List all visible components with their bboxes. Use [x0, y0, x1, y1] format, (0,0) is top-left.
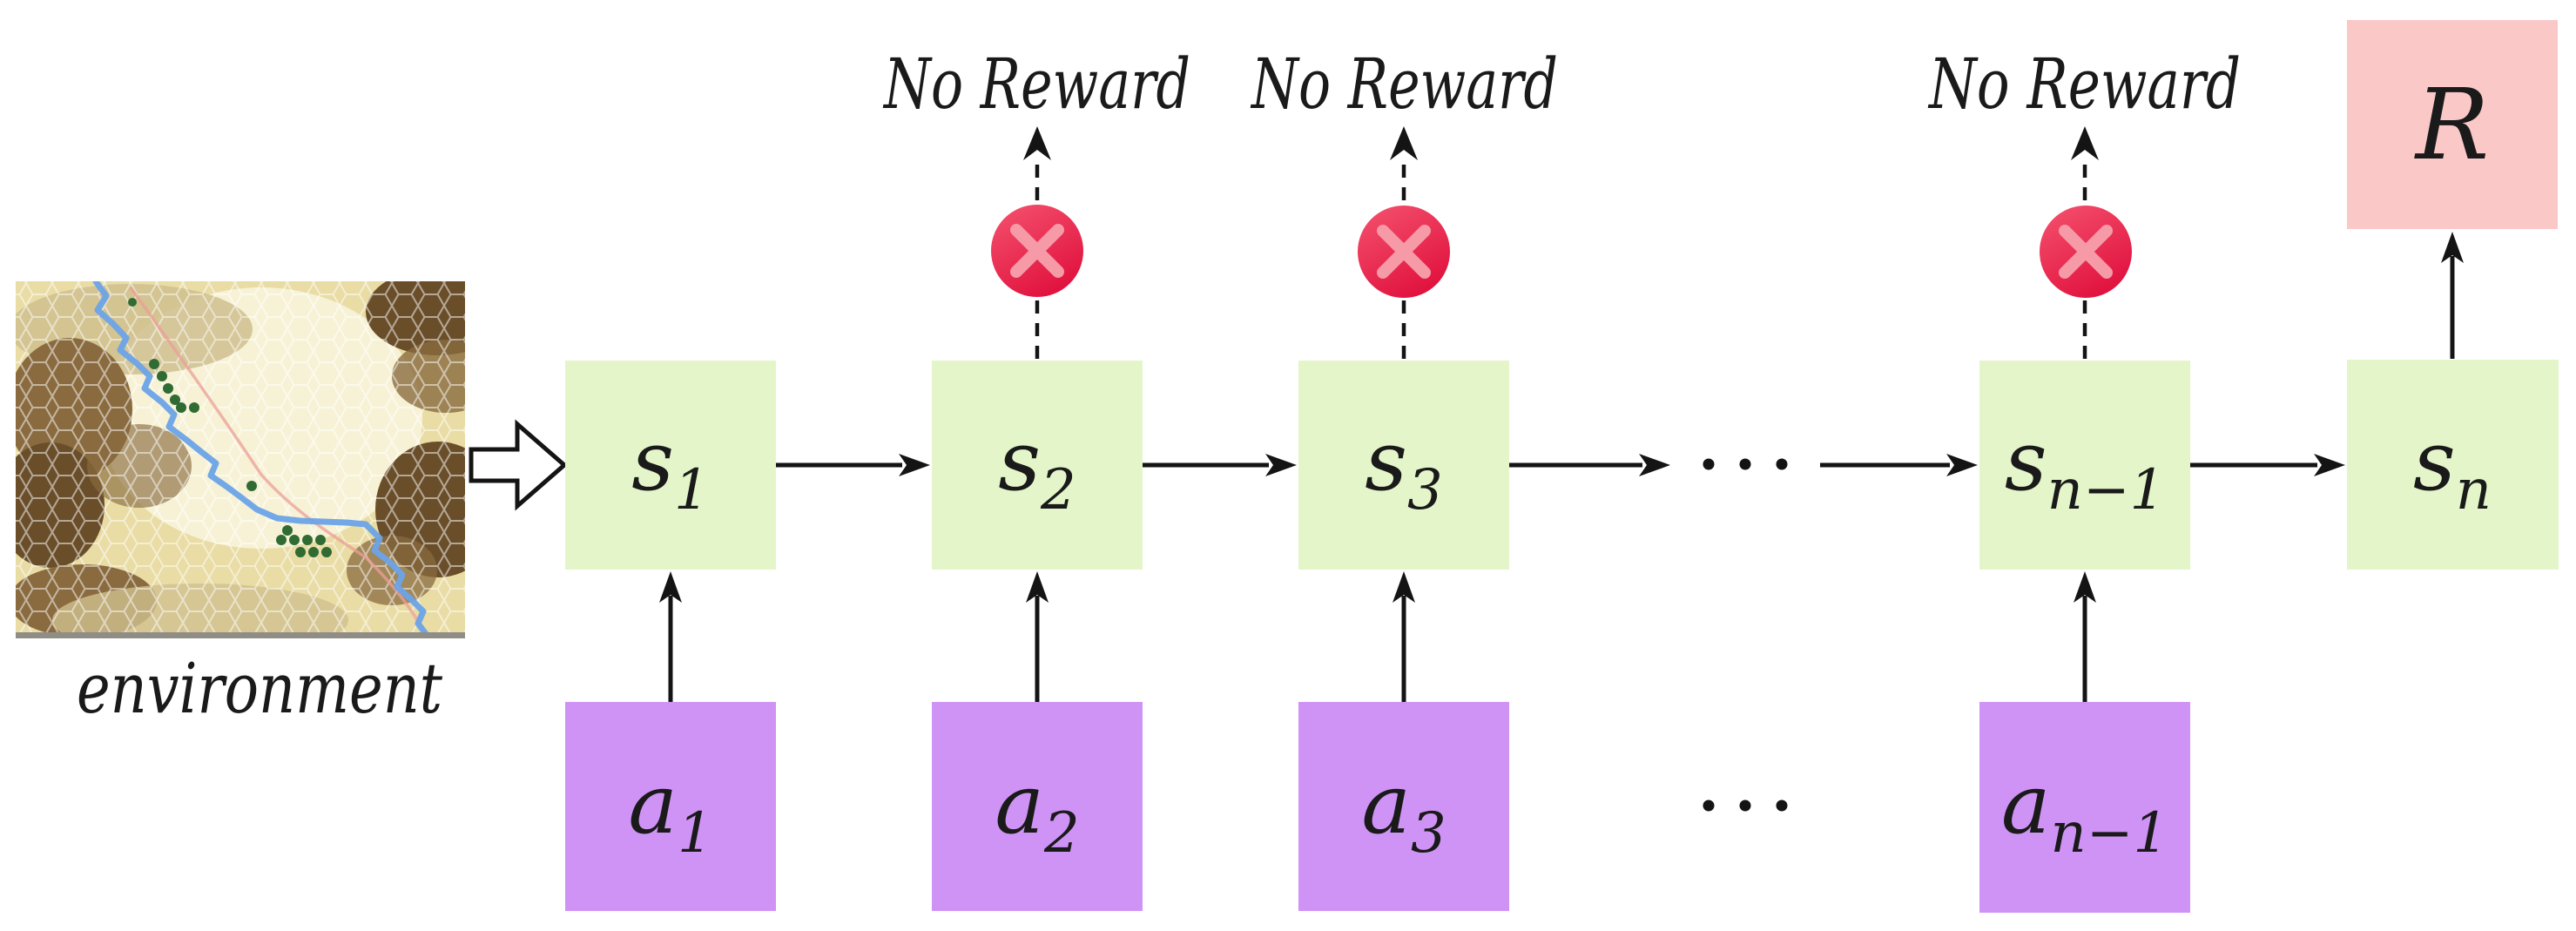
action-label-an-1: an−1 — [2001, 757, 2168, 866]
state-transition-arrows — [776, 454, 2345, 476]
state-row: s1 s2 s3 sn−1 sn — [565, 360, 2559, 570]
map-trees — [128, 298, 332, 557]
map-river — [92, 281, 433, 638]
no-reward-column-sn-1: No Reward — [1927, 44, 2241, 359]
state-label-s3: s3 — [1365, 414, 1442, 523]
action-box-an-1 — [1979, 702, 2190, 913]
state-label-sn: sn — [2413, 414, 2492, 523]
map-trail-path — [129, 286, 428, 638]
reward-label: R — [2414, 69, 2489, 182]
cross-x-icon — [1377, 225, 1431, 279]
state-box-sn-1 — [1979, 361, 2190, 570]
arrow-sn-reward — [2441, 232, 2464, 359]
action-box-a3 — [1298, 702, 1509, 911]
environment-input-arrow-icon — [469, 419, 568, 511]
action-ellipsis-dots — [1703, 799, 1788, 812]
state-box-s2 — [932, 361, 1143, 570]
action-box-a1 — [565, 702, 776, 911]
no-reward-column-s3: No Reward — [1250, 44, 1558, 359]
state-label-s2: s2 — [998, 414, 1076, 523]
no-reward-label: No Reward — [1927, 44, 2241, 125]
action-box-a2 — [932, 702, 1143, 911]
reward-box — [2347, 20, 2558, 229]
no-reward-label: No Reward — [1250, 44, 1558, 125]
state-box-s1 — [565, 361, 776, 570]
action-to-state-arrows — [659, 571, 2096, 702]
environment-image — [16, 281, 465, 638]
cross-x-icon — [2059, 225, 2113, 279]
state-box-s3 — [1298, 361, 1509, 570]
state-ellipsis-dots — [1703, 458, 1788, 470]
action-label-a2: a2 — [995, 757, 1079, 866]
no-reward-label: No Reward — [882, 44, 1190, 125]
cross-x-icon — [1010, 224, 1064, 278]
action-row: a1 a2 a3 an−1 — [565, 702, 2190, 913]
state-label-sn-1: sn−1 — [2005, 414, 2165, 523]
action-label-a3: a3 — [1361, 757, 1446, 866]
action-label-a1: a1 — [628, 757, 712, 866]
environment-caption: environment — [77, 648, 443, 729]
state-label-s1: s1 — [631, 414, 709, 523]
map-baseline — [16, 632, 465, 638]
state-box-sn — [2347, 360, 2559, 570]
no-reward-column-s2: No Reward — [882, 44, 1190, 359]
